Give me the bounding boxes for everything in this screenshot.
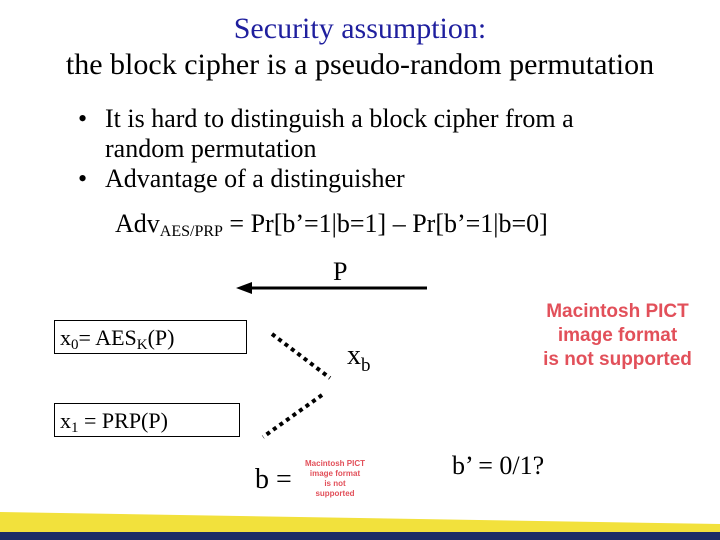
footer-bar bbox=[0, 510, 720, 540]
x0-expression: = AES bbox=[78, 325, 137, 350]
pict-line-2: image format bbox=[309, 469, 361, 478]
x0-subscript: 0 bbox=[71, 337, 79, 353]
pict-line-1: Macintosh PICT bbox=[305, 459, 366, 468]
arrow-label: P bbox=[333, 257, 348, 286]
dotted-line-lower bbox=[261, 393, 324, 439]
advantage-formula: AdvAES/PRP = Pr[b’=1|b=1] – Pr[b’=1|b=0] bbox=[115, 209, 548, 247]
bullet-list: • It is hard to distinguish a block ciph… bbox=[78, 104, 678, 194]
xb-var: x bbox=[347, 340, 361, 371]
pict-line-3: is not supported bbox=[543, 349, 692, 370]
adv-prefix: Adv bbox=[115, 209, 160, 238]
slide-title: Security assumption: bbox=[233, 12, 487, 45]
bullet-dot: • bbox=[78, 104, 88, 133]
pict-placeholder-small: Macintosh PICT image format is not suppo… bbox=[305, 459, 365, 499]
slide-subtitle: the block cipher is a pseudo-random perm… bbox=[65, 48, 655, 81]
bullet-continuation: random permutation bbox=[105, 134, 317, 163]
adv-expression: = Pr[b’=1|b=1] – Pr[b’=1|b=0] bbox=[222, 209, 548, 238]
pict-line-1: Macintosh PICT bbox=[546, 301, 689, 322]
x0-box: x0= AESK(P) bbox=[54, 320, 247, 354]
xb-label: xb bbox=[347, 340, 371, 377]
left-arrow-icon bbox=[236, 282, 427, 294]
x1-subscript: 1 bbox=[71, 420, 79, 436]
adv-subscript: AES/PRP bbox=[159, 223, 223, 240]
x0-var: x bbox=[60, 325, 71, 350]
bullet-text: Advantage of a distinguisher bbox=[105, 164, 405, 193]
pict-placeholder-large: Macintosh PICT image format is not suppo… bbox=[530, 300, 705, 372]
b-equals-label: b = bbox=[255, 464, 292, 495]
x0-argument: (P) bbox=[147, 325, 175, 350]
x1-var: x bbox=[60, 408, 71, 433]
bullet-item-1: • It is hard to distinguish a block ciph… bbox=[78, 104, 678, 134]
pict-line-2: image format bbox=[557, 325, 678, 346]
footer-navy-band bbox=[0, 532, 720, 540]
bullet-item-2: • Advantage of a distinguisher bbox=[78, 164, 678, 194]
bullet-text: It is hard to distinguish a block cipher… bbox=[105, 104, 574, 133]
xb-subscript: b bbox=[361, 355, 371, 376]
bullet-dot: • bbox=[78, 164, 88, 193]
x1-expression: = PRP(P) bbox=[78, 408, 168, 433]
x1-box: x1 = PRP(P) bbox=[54, 403, 240, 437]
b-prime-question: b’ = 0/1? bbox=[452, 451, 545, 480]
dotted-line-upper bbox=[270, 332, 332, 380]
pict-line-3: is not supported bbox=[315, 479, 355, 498]
footer-yellow-band bbox=[0, 512, 720, 532]
x0-key-subscript: K bbox=[136, 337, 148, 353]
